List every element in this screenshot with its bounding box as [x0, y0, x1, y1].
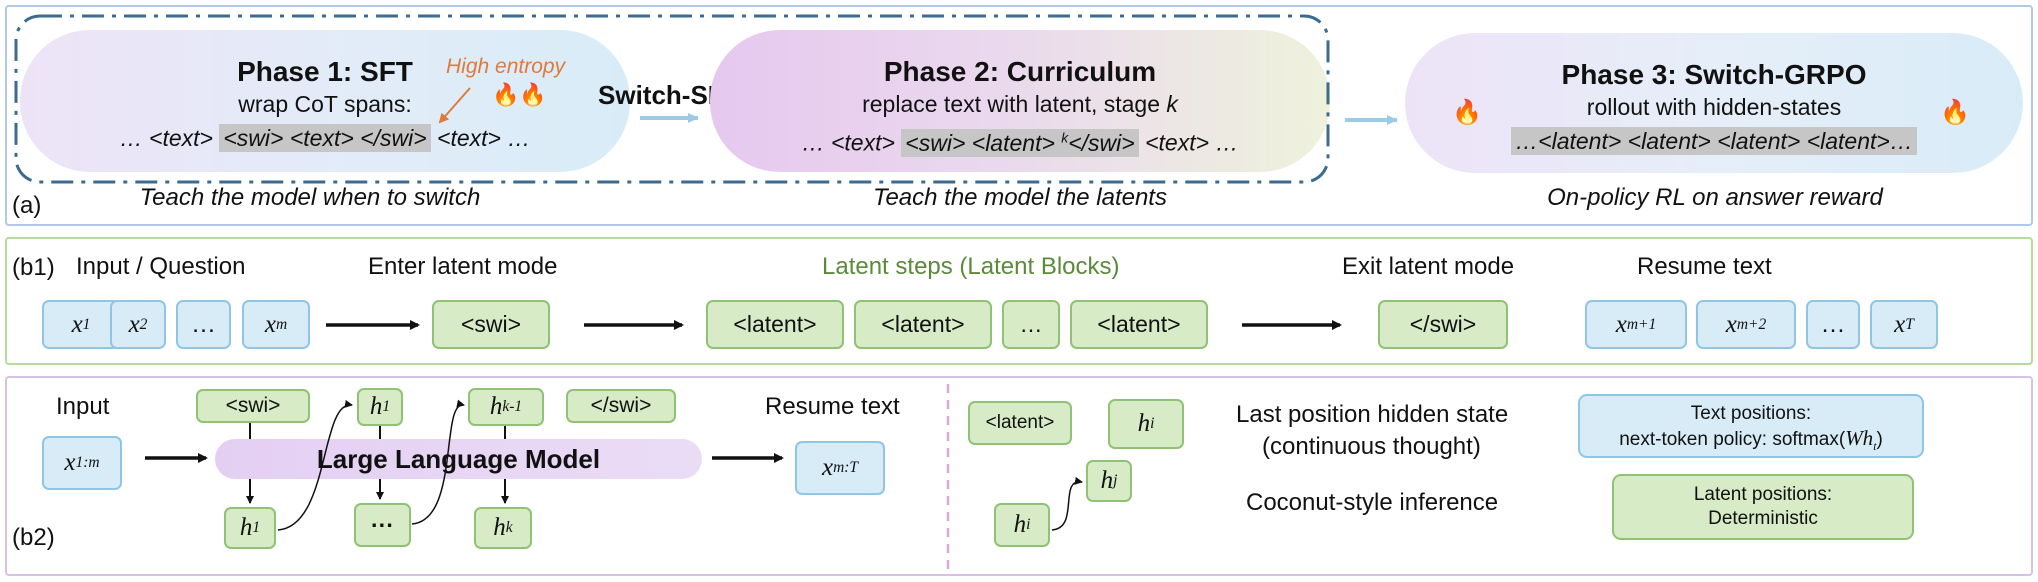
latent-positions-body: Deterministic	[1708, 508, 1818, 529]
b2-dots-bottom: ···	[354, 503, 411, 547]
phase2-title: Phase 2: Curriculum	[883, 56, 1157, 87]
b1-input-token: …	[176, 300, 231, 349]
phase1-sequence: … <text> <swi> <text> </swi> <text> …	[119, 124, 531, 152]
panel-b1	[5, 237, 2033, 365]
phase3-pill: Phase 3: Switch-GRPO rollout with hidden…	[1405, 33, 2023, 173]
b1-latent-token: <latent>	[854, 300, 992, 349]
b1-exit-token: </swi>	[1378, 300, 1508, 349]
b1-latent-label: Latent steps (Latent Blocks)	[822, 253, 1120, 280]
panel-b2	[5, 376, 2033, 576]
hidden-state-desc-2: (continuous thought)	[1262, 433, 1481, 460]
legend-latent-token: <latent>	[968, 401, 1072, 445]
latent-positions-title: Latent positions:	[1693, 484, 1833, 505]
b2-eswi-token: </swi>	[566, 389, 676, 423]
b2-tag: (b2)	[12, 524, 55, 551]
b2-resume-label: Resume text	[765, 393, 900, 420]
b1-latent-token: <latent>	[1070, 300, 1208, 349]
text-positions-box: Text positions: next-token policy: softm…	[1578, 394, 1924, 458]
hidden-state-desc-1: Last position hidden state	[1236, 401, 1509, 428]
phase2-pill: Phase 2: Curriculum replace text with la…	[710, 30, 1330, 172]
b1-resume-label: Resume text	[1637, 253, 1772, 280]
fire-icon: 🔥🔥	[492, 82, 547, 107]
text-positions-title: Text positions:	[1690, 403, 1812, 424]
llm-label: Large Language Model	[316, 443, 601, 474]
b1-enter-token: <swi>	[432, 300, 550, 349]
phase2-sequence: … <text> <swi> <latent> k</swi> <text> …	[801, 128, 1239, 157]
b1-exit-label: Exit latent mode	[1342, 253, 1515, 280]
b1-latent-token: <latent>	[706, 300, 844, 349]
b2-input-label: Input	[56, 393, 110, 420]
b1-resume-token: …	[1806, 300, 1860, 349]
phase3-caption: On-policy RL on answer reward	[1547, 184, 1883, 211]
panel-a	[5, 5, 2033, 226]
panel-a-tag: (a)	[12, 192, 42, 219]
phase3-sequence: …<latent> <latent> <latent> <latent>…	[1405, 127, 2023, 155]
coconut-desc: Coconut-style inference	[1246, 489, 1499, 516]
llm-block: Large Language Model	[215, 439, 702, 479]
b1-tag: (b1)	[12, 254, 55, 281]
text-positions-body: next-token policy: softmax(Wht)	[1619, 426, 1883, 453]
phase2-subtitle: replace text with latent, stage k	[862, 91, 1178, 117]
b1-latent-token: …	[1002, 300, 1060, 349]
fire-icon-left: 🔥	[1452, 99, 1482, 126]
phase3-title: Phase 3: Switch-GRPO	[1561, 59, 1867, 90]
phase2-caption: Teach the model the latents	[873, 184, 1167, 211]
phase3-subtitle: rollout with hidden-states	[1586, 94, 1842, 120]
latent-positions-box: Latent positions: Deterministic	[1612, 474, 1914, 540]
phase1-caption: Teach the model when to switch	[139, 184, 481, 211]
b2-swi-token: <swi>	[196, 389, 310, 423]
high-entropy-label: High entropy	[446, 55, 566, 78]
fire-icon-right: 🔥	[1940, 99, 1970, 126]
b1-input-label: Input / Question	[76, 253, 246, 280]
b1-enter-label: Enter latent mode	[368, 253, 558, 280]
